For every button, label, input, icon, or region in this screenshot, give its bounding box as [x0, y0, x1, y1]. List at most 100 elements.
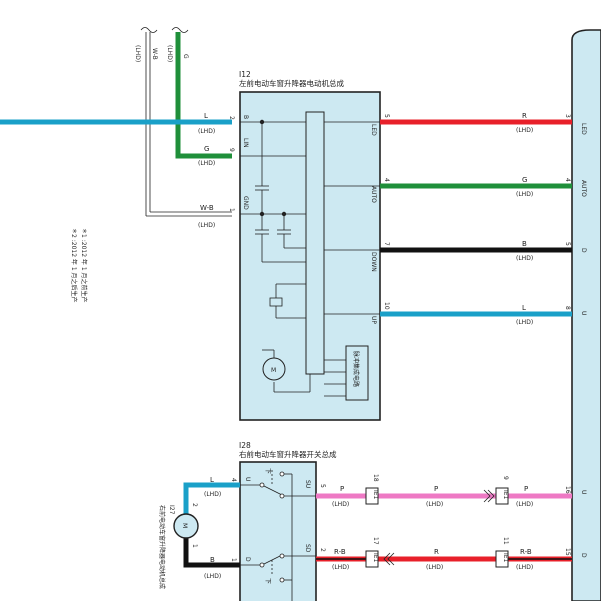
- i28-contact-3: [279, 493, 285, 499]
- i28-left-pins: 4 U L (LHD) 1 D B (LHD): [204, 476, 251, 580]
- i27-id: I27: [168, 505, 175, 515]
- i28-pin-5-label: SU: [304, 480, 311, 488]
- i12-wire-9-color: G: [204, 145, 209, 153]
- i12-pin-4-num: 4: [383, 178, 390, 182]
- i28-contact-4: [259, 562, 265, 568]
- i28-pin-4-label: U: [244, 477, 251, 481]
- i12-motor-label: M: [271, 367, 276, 374]
- wire-su-lhd1: (LHD): [332, 501, 349, 508]
- i12-pin-5-num: 5: [383, 114, 390, 118]
- wire-led-color: R: [522, 112, 527, 120]
- i27-motor[interactable]: [173, 513, 199, 539]
- i28-contact-6: [279, 577, 285, 583]
- wire-auto-dest-pin: 4: [564, 178, 571, 182]
- i12-pin-7-label: DOWN: [370, 252, 377, 272]
- wire-up-color: L: [522, 304, 526, 312]
- wire-led-dest-pin: 3: [564, 114, 571, 118]
- i12-right-wire-labels: R (LHD) 3 G (LHD) 4 B (LHD) 5 L (LHD) 8: [516, 112, 571, 326]
- i12-junction-3: [281, 211, 287, 217]
- i12-left-pins: 2 B L (LHD) 9 LIN G (LHD) 1 GND W-B (LHD…: [198, 112, 249, 229]
- i12-wire-9-lhd: (LHD): [198, 160, 215, 167]
- i12-internal-wiring: [240, 121, 380, 397]
- wire-su-lhd-mid: (LHD): [426, 501, 443, 508]
- wire-down-dest-pin: 5: [564, 242, 571, 246]
- i27-pin-top: 2: [191, 503, 198, 507]
- i28-right-pins: 5 SU 2 SD: [304, 480, 326, 553]
- i28-internal-switches: [240, 470, 316, 601]
- i28-id: I28: [239, 441, 251, 450]
- i28-switch-label-top: 下: [264, 468, 271, 474]
- i27-pin-bottom: 1: [191, 544, 198, 548]
- wire-su-lhd2: (LHD): [516, 501, 533, 508]
- master-switch-box: [571, 29, 601, 601]
- i12-junction-1: [259, 119, 265, 125]
- wire-down-lhd: (LHD): [516, 255, 533, 262]
- master-pin-d2-label: D: [580, 553, 587, 558]
- i28-right-wire-labels: P (LHD) P (LHD) P (LHD) 16 R-B (LHD) R (…: [332, 485, 571, 571]
- i12-pin-1-label: GND: [242, 196, 249, 210]
- top-wire-g-color: G: [182, 54, 189, 59]
- i12-wire-2-lhd: (LHD): [198, 128, 215, 135]
- wire-sd-lhd-mid: (LHD): [426, 564, 443, 571]
- i28-wire-1-color: B: [210, 556, 215, 564]
- master-pin-u-label: U: [580, 311, 587, 315]
- i12-pin-5-label: LED: [370, 124, 377, 136]
- wire-sd-color1: R-B: [334, 548, 346, 556]
- master-pin-u2-label: U: [580, 490, 587, 494]
- top-wire-g: G (LHD): [166, 27, 232, 159]
- wire-i27-down: [183, 538, 240, 568]
- i12-name: 左前电动车窗升降器电动机总成: [239, 78, 344, 88]
- wire-sd-dest-pin: 15: [564, 548, 571, 556]
- i12-ic-bar: [305, 111, 325, 375]
- connector-ie1-18-pin: 18: [372, 474, 379, 482]
- i28-contact-5: [279, 553, 285, 559]
- i12-motor[interactable]: [262, 357, 286, 381]
- i12-wire-1-color: W-B: [200, 204, 214, 212]
- connector-ie1-17-id: IE1: [372, 553, 379, 563]
- wb-wire-route: [146, 211, 232, 217]
- wire-up-dest-pin: 8: [564, 306, 571, 310]
- wire-sd-color2: R-B: [520, 548, 532, 556]
- top-wire-g-lhd: (LHD): [166, 45, 173, 62]
- wire-su-dest-pin: 16: [564, 486, 571, 494]
- i28-contact-1: [259, 482, 265, 488]
- i12-pin-2-label: B: [242, 115, 249, 119]
- i28-wire-4-lhd: (LHD): [204, 491, 221, 498]
- i28-pin-2-num: 2: [319, 548, 326, 552]
- master-pin-led-label: LED: [580, 123, 587, 135]
- connector-ie1-17-pin: 17: [372, 537, 379, 545]
- i28-pin-5-num: 5: [319, 484, 326, 488]
- i12-junction-2: [259, 211, 265, 217]
- wire-down-color: B: [522, 240, 527, 248]
- master-pin-d-label: D: [580, 248, 587, 253]
- connector-ie1-18-id: IE1: [372, 490, 379, 500]
- i28-pin-1-num: 1: [230, 558, 237, 562]
- connector-ie1-17[interactable]: IE1 17: [365, 537, 395, 568]
- connector-ie1-9[interactable]: IE1 9: [483, 476, 509, 505]
- i12-pin-2-num: 2: [228, 116, 235, 120]
- wire-auto-color: G: [522, 176, 527, 184]
- i12-pulse-ic[interactable]: [345, 345, 369, 401]
- connector-ie1-18[interactable]: IE1 18: [365, 474, 379, 505]
- i12-pulse-ic-label: 脉冲集成电路: [352, 351, 360, 387]
- i12-pin-4-label: AUTO: [370, 186, 377, 203]
- i28-pin-1-label: D: [244, 557, 251, 562]
- wire-sd-lhd1: (LHD): [332, 564, 349, 571]
- connector-ie1-11[interactable]: IE1 11: [495, 537, 509, 568]
- i28-name: 右前电动车窗升降器开关总成: [239, 449, 337, 459]
- i12-pin-7-num: 7: [383, 242, 390, 246]
- i28-pin-2-label: SD: [304, 544, 311, 553]
- i12-pin-1-num: 1: [228, 208, 235, 212]
- top-wire-wb-lhd: (LHD): [134, 45, 141, 62]
- note-2: ＊2 :2012 年 1 月之后生产: [70, 228, 78, 303]
- i12-pin-9-label: LIN: [242, 138, 249, 148]
- i28-switch-label-bottom: 下: [264, 578, 271, 584]
- wire-led-lhd: (LHD): [516, 127, 533, 134]
- wire-up-lhd: (LHD): [516, 319, 533, 326]
- wire-su-color-mid: P: [434, 485, 438, 493]
- wire-auto-lhd: (LHD): [516, 191, 533, 198]
- i28-wire-1-lhd: (LHD): [204, 573, 221, 580]
- i12-right-pins: 5 LED 4 AUTO 7 DOWN 10 UP: [370, 114, 390, 324]
- i12-wire-1-lhd: (LHD): [198, 222, 215, 229]
